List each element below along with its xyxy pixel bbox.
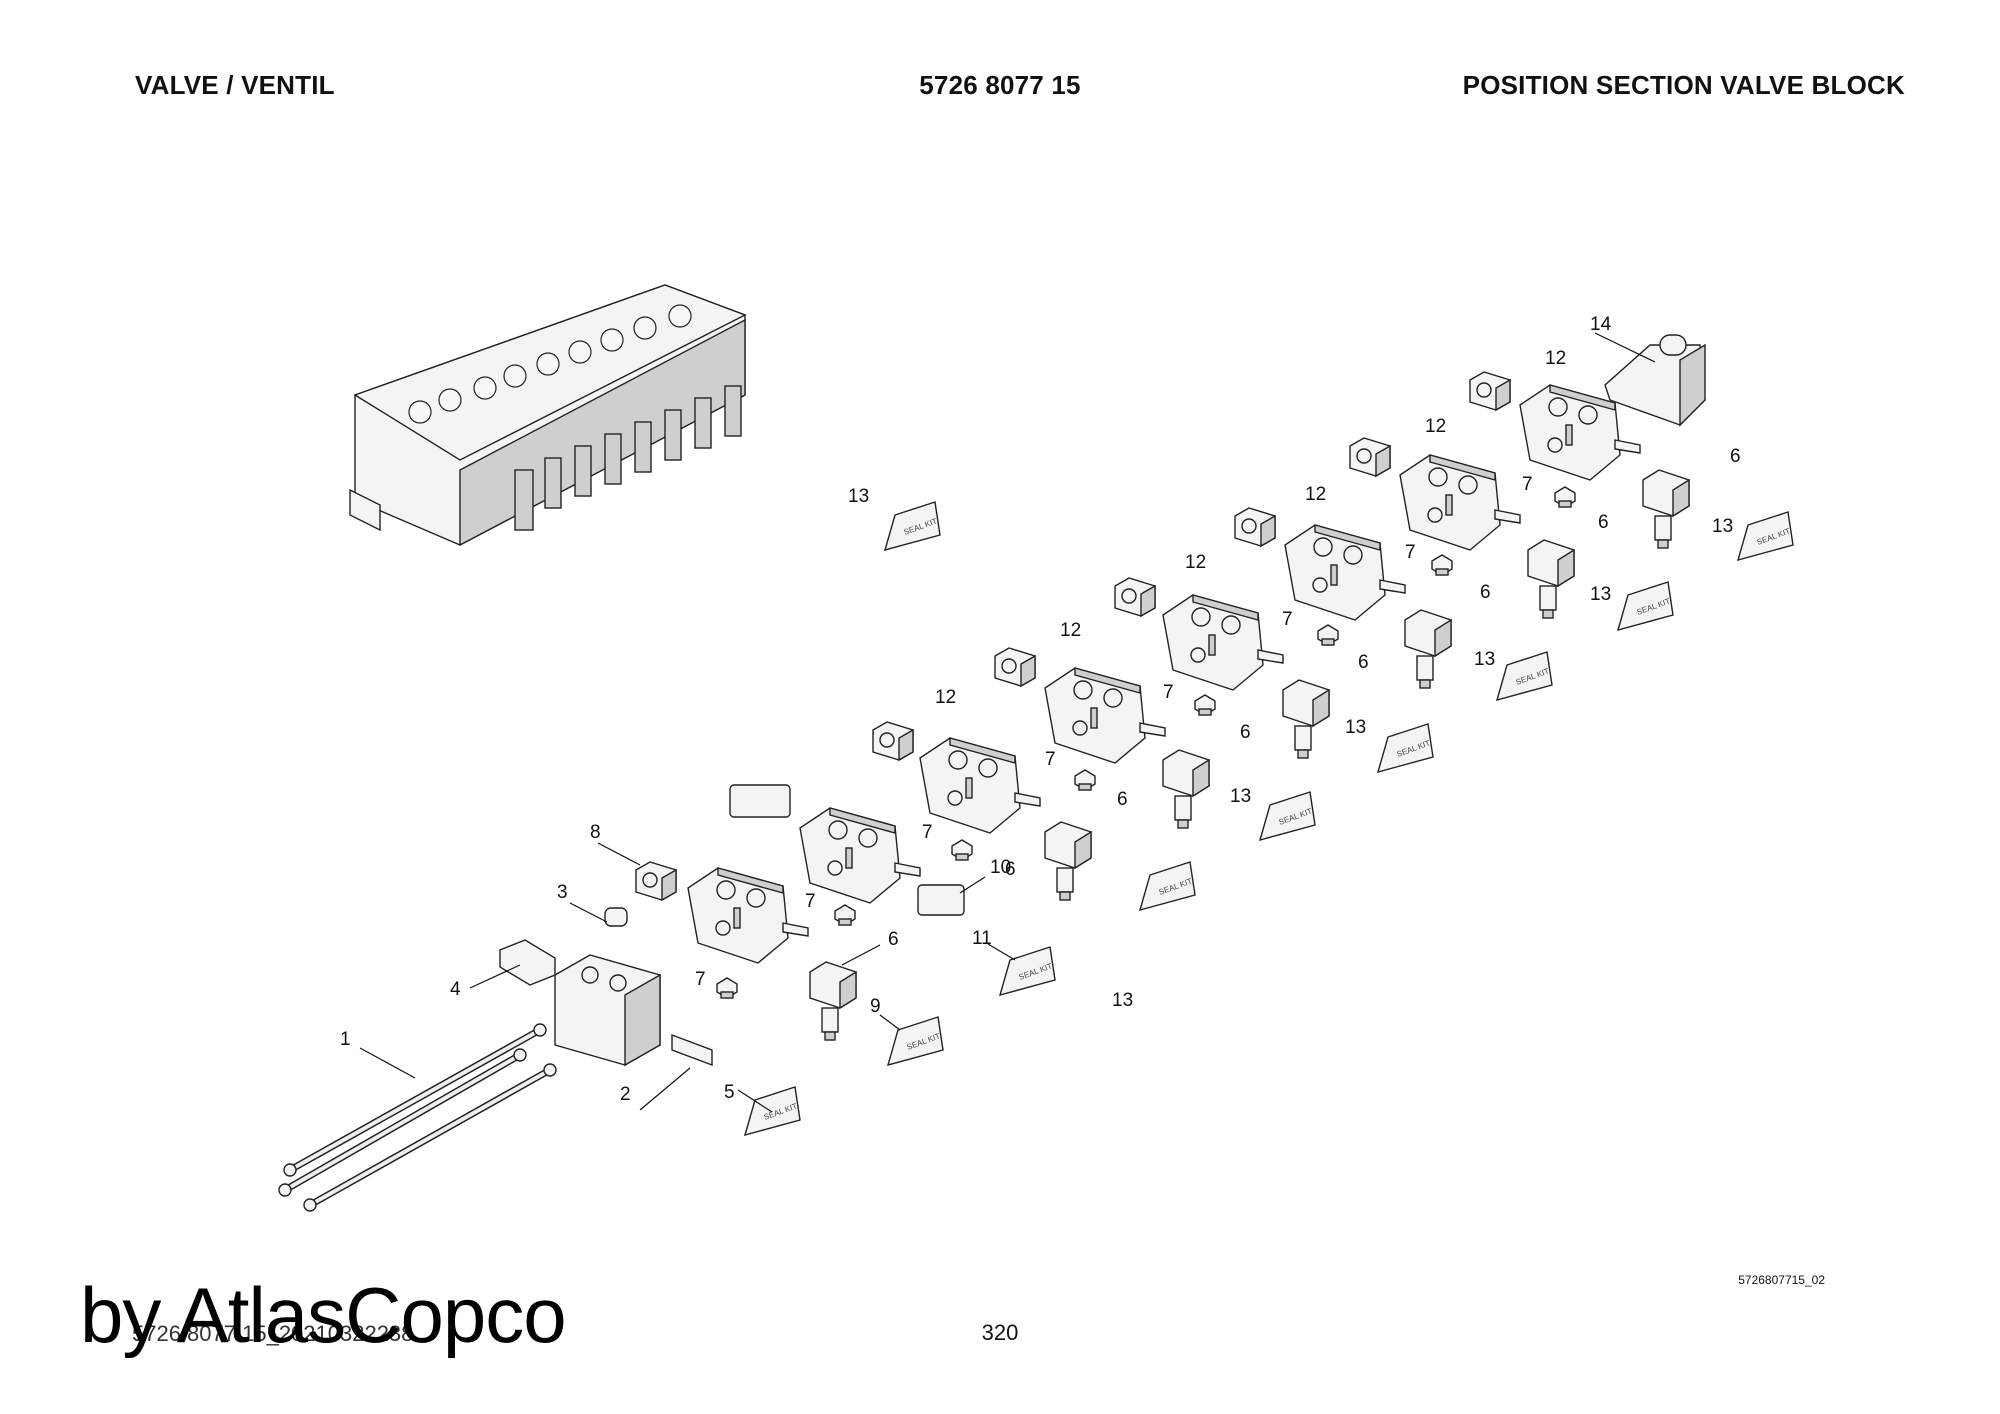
callout-6: 6 — [1117, 789, 1128, 810]
leader-lines — [359, 332, 1656, 1113]
callout-12: 12 — [1060, 620, 1081, 641]
callout-7: 7 — [1282, 609, 1293, 630]
callout-13: 13 — [848, 486, 869, 507]
callout-5: 5 — [724, 1082, 735, 1103]
valve-section-1 — [635, 861, 857, 1041]
valve-section-2 — [729, 784, 965, 926]
callout-1: 1 — [340, 1029, 351, 1050]
callout-6: 6 — [1240, 722, 1251, 743]
callout-13: 13 — [1474, 649, 1495, 670]
callout-12: 12 — [935, 687, 956, 708]
seal-kit-8: SEAL KIT — [1495, 651, 1553, 702]
callout-14: 14 — [1590, 314, 1612, 335]
callout-13: 13 — [1590, 584, 1611, 605]
callout-12: 12 — [1305, 484, 1326, 505]
assembled-valve-block — [349, 284, 747, 547]
page-number: 320 — [981, 1320, 1019, 1345]
callout-7: 7 — [1045, 749, 1056, 770]
callout-7: 7 — [1163, 682, 1174, 703]
header-section-title: POSITION SECTION VALVE BLOCK — [1462, 70, 1905, 100]
callout-13: 13 — [1230, 786, 1251, 807]
callout-13: 13 — [1712, 516, 1733, 537]
callout-11: 11 — [972, 928, 992, 949]
callout-6: 6 — [1005, 859, 1016, 880]
callout-13: 13 — [1112, 990, 1133, 1011]
seal-kit-7: SEAL KIT — [1376, 723, 1434, 774]
callout-4: 4 — [450, 979, 461, 1000]
seal-kit-10: SEAL KIT — [1736, 511, 1794, 562]
callout-7: 7 — [922, 822, 933, 843]
callout-7: 7 — [1522, 474, 1533, 495]
seal-kit-5: SEAL KIT — [1138, 861, 1196, 912]
callout-numbers: 1234566666666777777778910111212121212121… — [340, 314, 1741, 1105]
end-section — [1604, 334, 1706, 427]
document-code: 5726 8077 15_20210322238 — [132, 1321, 414, 1346]
seal-kit-6: SEAL KIT — [1258, 791, 1316, 842]
callout-12: 12 — [1545, 348, 1566, 369]
callout-12: 12 — [1185, 552, 1206, 573]
callout-7: 7 — [695, 969, 706, 990]
callout-12: 12 — [1425, 416, 1446, 437]
callout-7: 7 — [1405, 542, 1416, 563]
callout-13: 13 — [1345, 717, 1366, 738]
seal-kit-4: SEAL KIT — [998, 946, 1056, 997]
callout-6: 6 — [888, 929, 899, 950]
tie-rods — [278, 1023, 557, 1212]
callout-7: 7 — [805, 891, 816, 912]
callout-6: 6 — [1598, 512, 1609, 533]
callout-6: 6 — [1480, 582, 1491, 603]
callout-2: 2 — [620, 1084, 631, 1105]
callout-3: 3 — [557, 882, 568, 903]
seal-kit-9: SEAL KIT — [1616, 581, 1674, 632]
callout-6: 6 — [1730, 446, 1741, 467]
callout-8: 8 — [590, 822, 601, 843]
header-title: VALVE / VENTIL — [135, 70, 335, 100]
callout-6: 6 — [1358, 652, 1369, 673]
watermark: by AtlasCopco — [80, 1271, 567, 1359]
seal-kit-2: SEAL KIT — [743, 1086, 801, 1137]
callout-10: 10 — [990, 857, 1011, 878]
seal-kits: SEAL KIT SEAL KIT SEAL KIT SEAL KIT SEAL KIT… — [743, 501, 1794, 1137]
inlet-section — [499, 907, 713, 1067]
header-part-number: 5726 8077 15 — [919, 70, 1081, 100]
drawing-code: 5726807715_02 — [1738, 1273, 1825, 1287]
seal-kit-1: SEAL KIT — [883, 501, 941, 552]
callout-9: 9 — [870, 996, 881, 1017]
seal-kit-3: SEAL KIT — [886, 1016, 944, 1067]
